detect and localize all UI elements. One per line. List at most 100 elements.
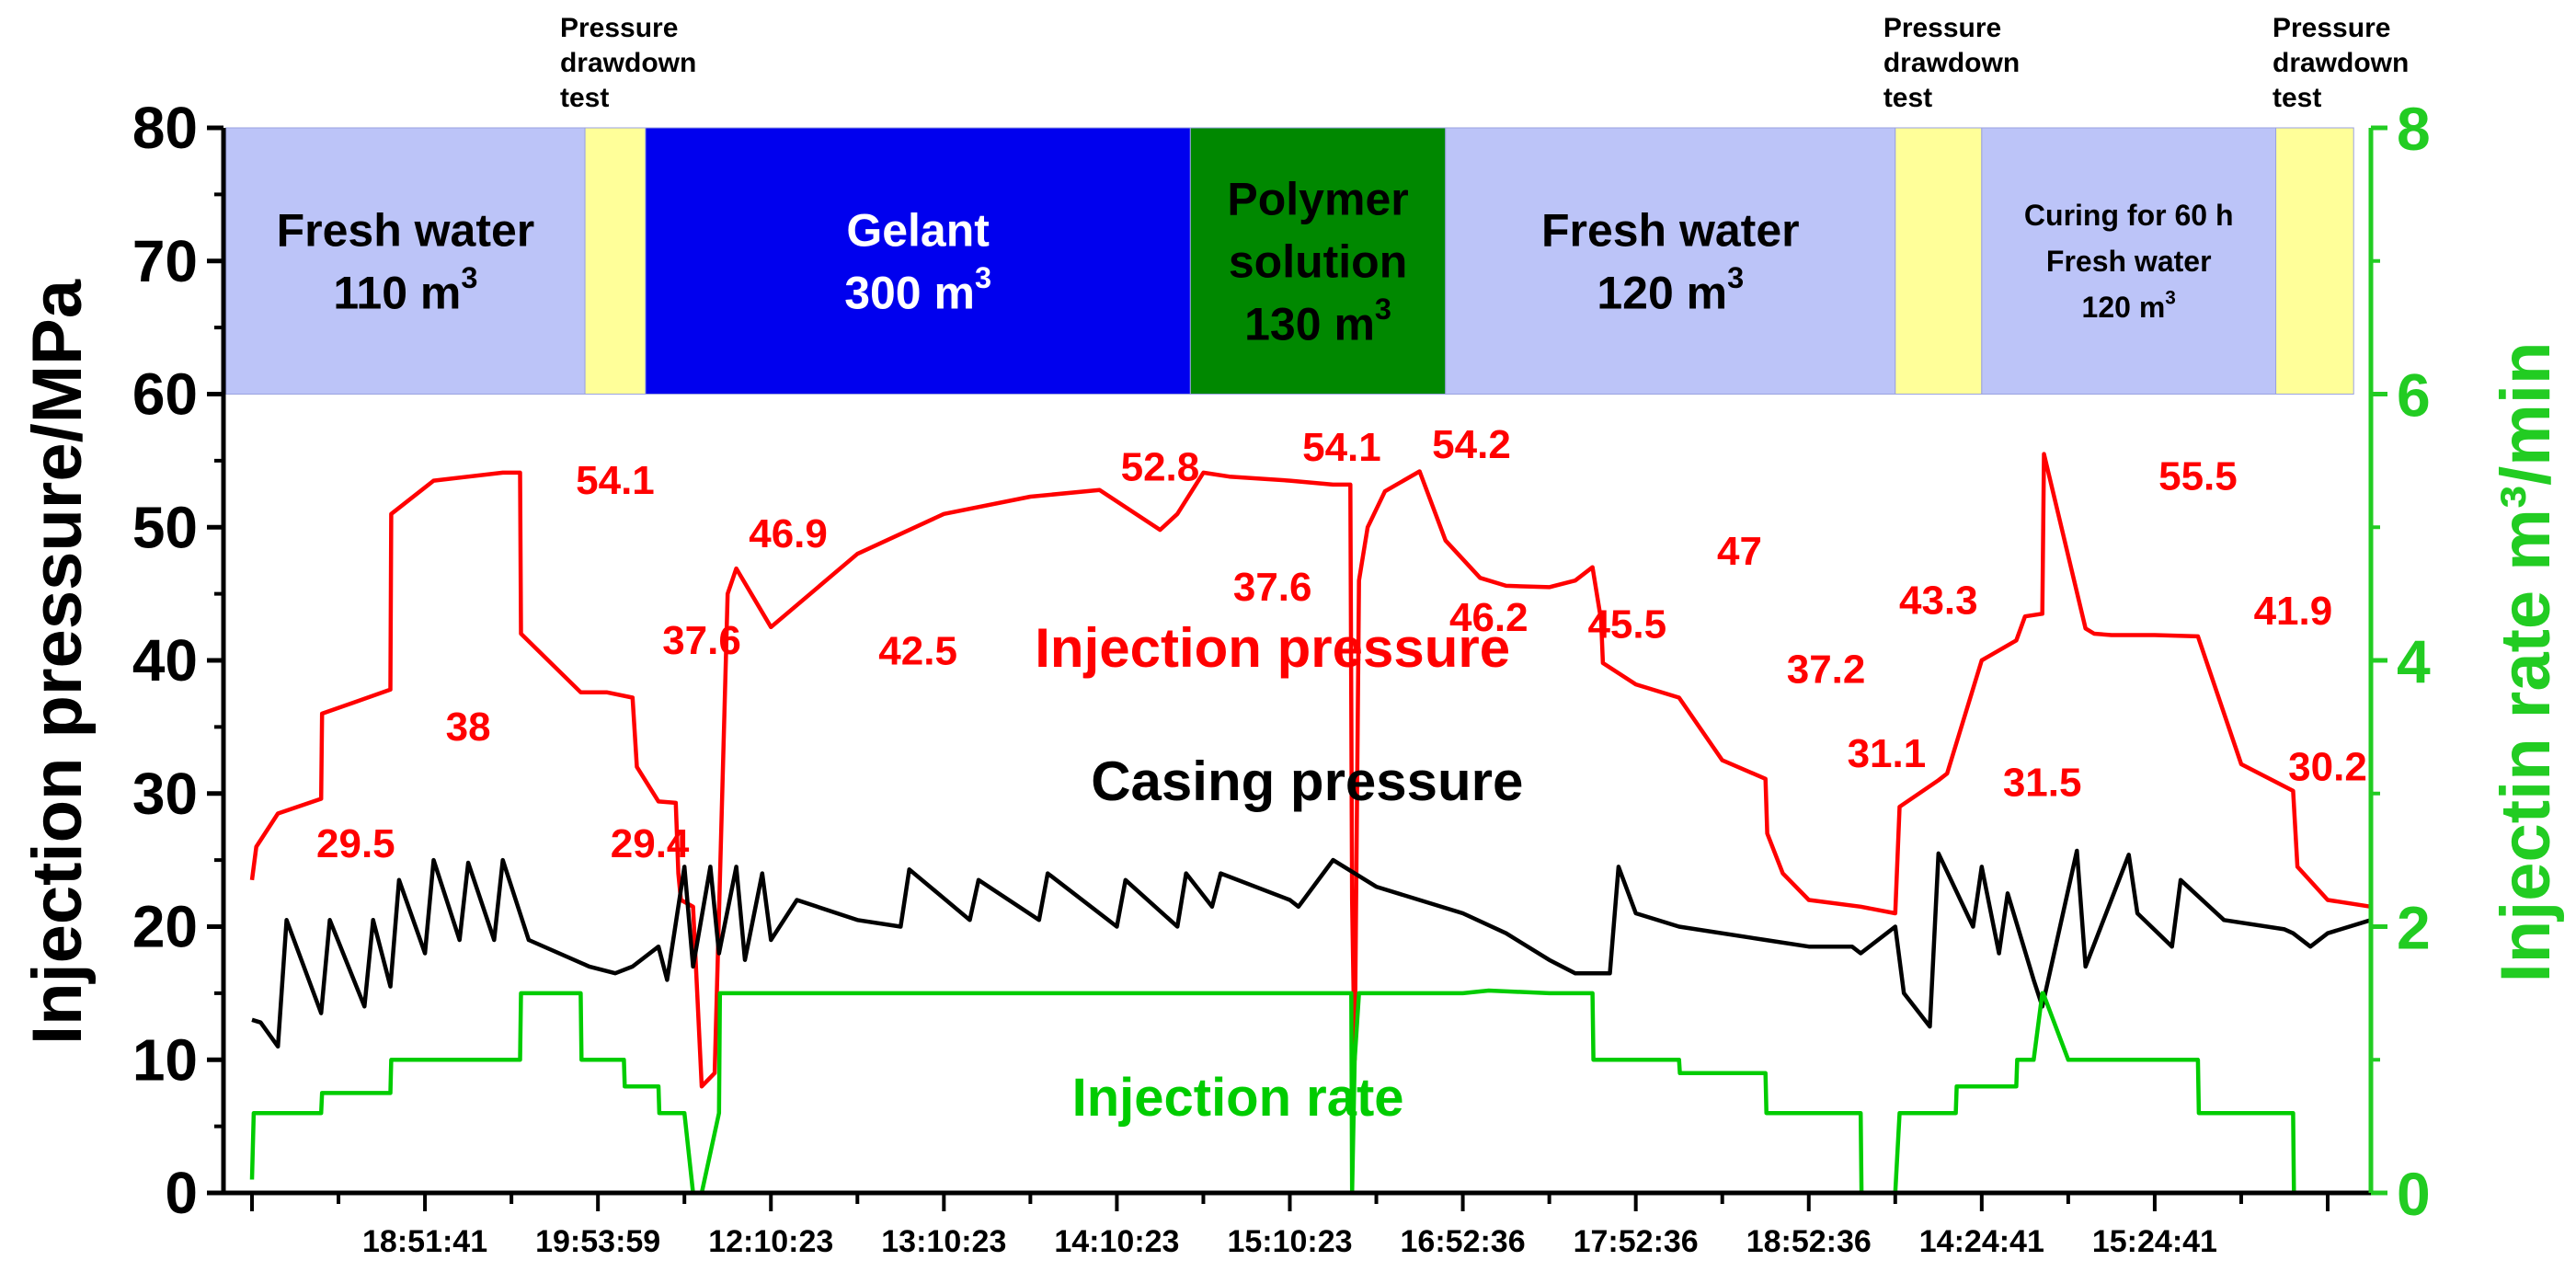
x-tick-label: 16:52:36 [1401,1224,1526,1259]
y-axis-label: Injection pressure/MPa [18,279,97,1045]
data-label: 31.1 [1848,731,1927,776]
series-label: Injection pressure [1035,617,1510,679]
stage-label-text: Fresh water [1541,204,1800,256]
drawdown-label: test [1883,83,1932,113]
series-label: Casing pressure [1091,751,1523,812]
stage-label-text: 300 m [844,267,975,318]
stage-label: Curing for 60 h [2024,199,2234,232]
data-label: 54.1 [1302,425,1381,470]
stage-label-text: 120 m [1597,267,1727,318]
y2-tick-label: 2 [2397,894,2431,962]
stage-band [645,127,1191,395]
stage-label-text: Fresh water [2046,245,2212,278]
data-label: 47 [1717,529,1762,574]
stage-label: 110 m3 [333,261,477,319]
drawdown-label: test [560,83,609,113]
y2-tick-label: 4 [2397,627,2431,695]
x-tick-label: 19:53:59 [535,1224,660,1259]
data-label: 46.2 [1449,595,1528,640]
stage-label-text: 120 m [2082,291,2166,324]
x-tick-label: 18:52:36 [1746,1224,1872,1259]
stage-label: solution [1229,235,1407,287]
data-label: 38 [446,705,491,750]
stage-band [584,127,647,395]
x-tick-label: 15:10:23 [1227,1224,1352,1259]
stage-label-superscript: 3 [461,261,477,294]
stage-band [1189,127,1447,395]
data-label: 29.5 [316,821,395,866]
drawdown-label: Pressure [2273,13,2390,43]
series-layer [249,452,2372,1196]
stage-label-superscript: 3 [2165,288,2176,309]
drawdown-label: Pressure [560,13,678,43]
x-tick-label: 12:10:23 [708,1224,833,1259]
y-tick-label: 80 [132,95,198,161]
data-label: 37.6 [662,618,741,663]
stage-label: Polymer [1227,173,1408,224]
data-label: 41.9 [2254,589,2333,634]
drawdown-label: drawdown [2273,48,2409,78]
y-tick-label: 60 [132,361,198,428]
stage-label: Fresh water [2046,245,2212,278]
stage-label-text: 130 m [1244,298,1375,350]
stage-label-superscript: 3 [1375,292,1391,326]
series-line [249,452,2372,1089]
x-tick-label: 15:24:41 [2092,1224,2217,1259]
stage-band [1895,127,1983,395]
data-label: 55.5 [2158,454,2238,499]
stage-label: 130 m3 [1244,292,1391,350]
series-line [249,988,2296,1196]
stage-band [1445,127,1896,395]
data-label: 54.1 [576,458,655,503]
stage-band [225,127,586,395]
stage-label-text: Polymer [1227,173,1408,224]
data-label: 37.6 [1233,565,1312,610]
drawdown-label: Pressure [1883,13,2001,43]
data-label: 31.5 [2003,761,2082,806]
x-tick-label: 17:52:36 [1574,1224,1699,1259]
data-label: 42.5 [878,628,957,673]
stage-label-text: Curing for 60 h [2024,199,2234,232]
stage-label-text: solution [1229,235,1407,287]
stage-label-superscript: 3 [1727,261,1744,294]
x-tick-label: 13:10:23 [881,1224,1006,1259]
drawdown-label: drawdown [1883,48,2020,78]
y-tick-label: 50 [132,494,198,560]
stage-band [1981,127,2277,395]
stage-label: 300 m3 [844,261,991,319]
x-tick-label: 14:10:23 [1054,1224,1179,1259]
stage-label: Gelant [846,204,990,256]
data-label: 29.4 [611,821,690,866]
y-tick-label: 70 [132,228,198,294]
x-tick-label: 14:24:41 [1919,1224,2044,1259]
y2-tick-label: 8 [2397,95,2431,163]
stage-label-superscript: 3 [975,261,991,294]
stage-label-text: Fresh water [277,204,535,256]
stage-label: 120 m3 [2082,288,2176,324]
y-tick-label: 30 [132,761,198,827]
y-tick-label: 40 [132,627,198,693]
drawdown-label: test [2273,83,2321,113]
data-label: 45.5 [1587,602,1666,647]
data-label: 46.9 [749,511,828,556]
data-label: 30.2 [2288,744,2367,789]
stage-label: Fresh water [277,204,535,256]
series-label: Injection rate [1072,1068,1404,1128]
x-tick-label: 18:51:41 [362,1224,487,1259]
y2-tick-label: 0 [2397,1160,2431,1228]
series-line [251,848,2372,1049]
y-tick-label: 0 [165,1160,198,1226]
stage-label: Fresh water [1541,204,1800,256]
data-label: 37.2 [1787,647,1866,693]
stage-label-text: Gelant [846,204,990,256]
y-tick-label: 20 [132,894,198,960]
data-label: 54.2 [1432,422,1511,467]
y2-axis-label: Injectin rate m³/min [2487,342,2565,983]
data-label: 52.8 [1121,445,1200,490]
stage-label: 120 m3 [1597,261,1744,319]
stage-label-text: 110 m [333,267,461,318]
annotation-layer: 54.1 38 37.6 29.5 29.4 46.9 42.5 52.8 54.1 37.6 54… [316,422,2367,1128]
